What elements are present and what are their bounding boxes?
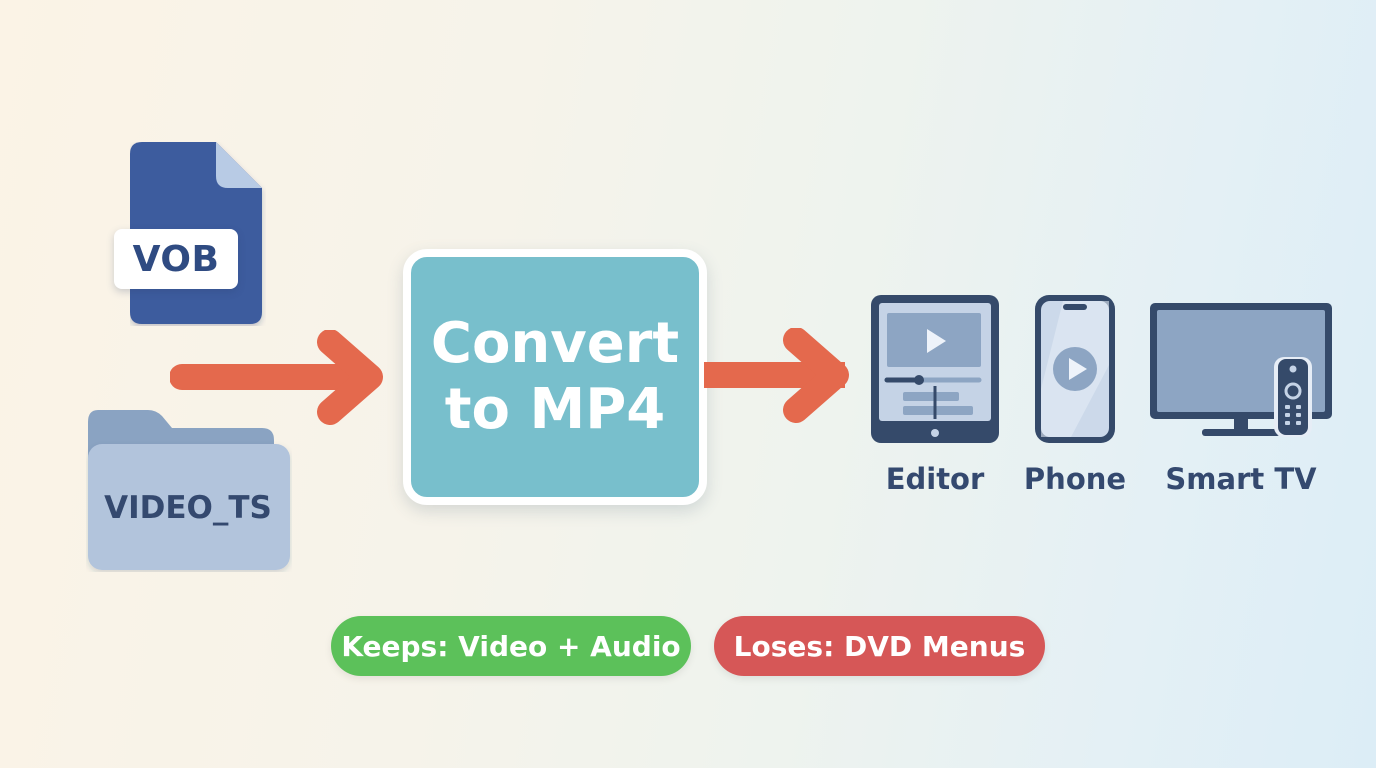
- convert-title-line1: Convert: [430, 311, 680, 376]
- loses-badge: Loses: DVD Menus: [714, 616, 1045, 676]
- keeps-badge: Keeps: Video + Audio: [331, 616, 691, 676]
- device-label-smart-tv: Smart TV: [1165, 462, 1317, 496]
- smart-tv-icon: [1148, 301, 1334, 443]
- device-label-phone: Phone: [1023, 462, 1127, 496]
- device-label-editor: Editor: [885, 462, 985, 496]
- input-arrow: [169, 329, 390, 430]
- output-arrow: [695, 327, 854, 428]
- folder-label: VIDEO_TS: [104, 490, 272, 526]
- convert-to-mp4-box: Convert to MP4: [403, 249, 707, 505]
- phone-icon: [1033, 293, 1117, 449]
- folder-icon: [86, 408, 292, 576]
- vob-label: VOB: [114, 229, 238, 289]
- tablet-editor-icon: [869, 293, 1003, 449]
- convert-title-line2: to MP4: [444, 377, 666, 442]
